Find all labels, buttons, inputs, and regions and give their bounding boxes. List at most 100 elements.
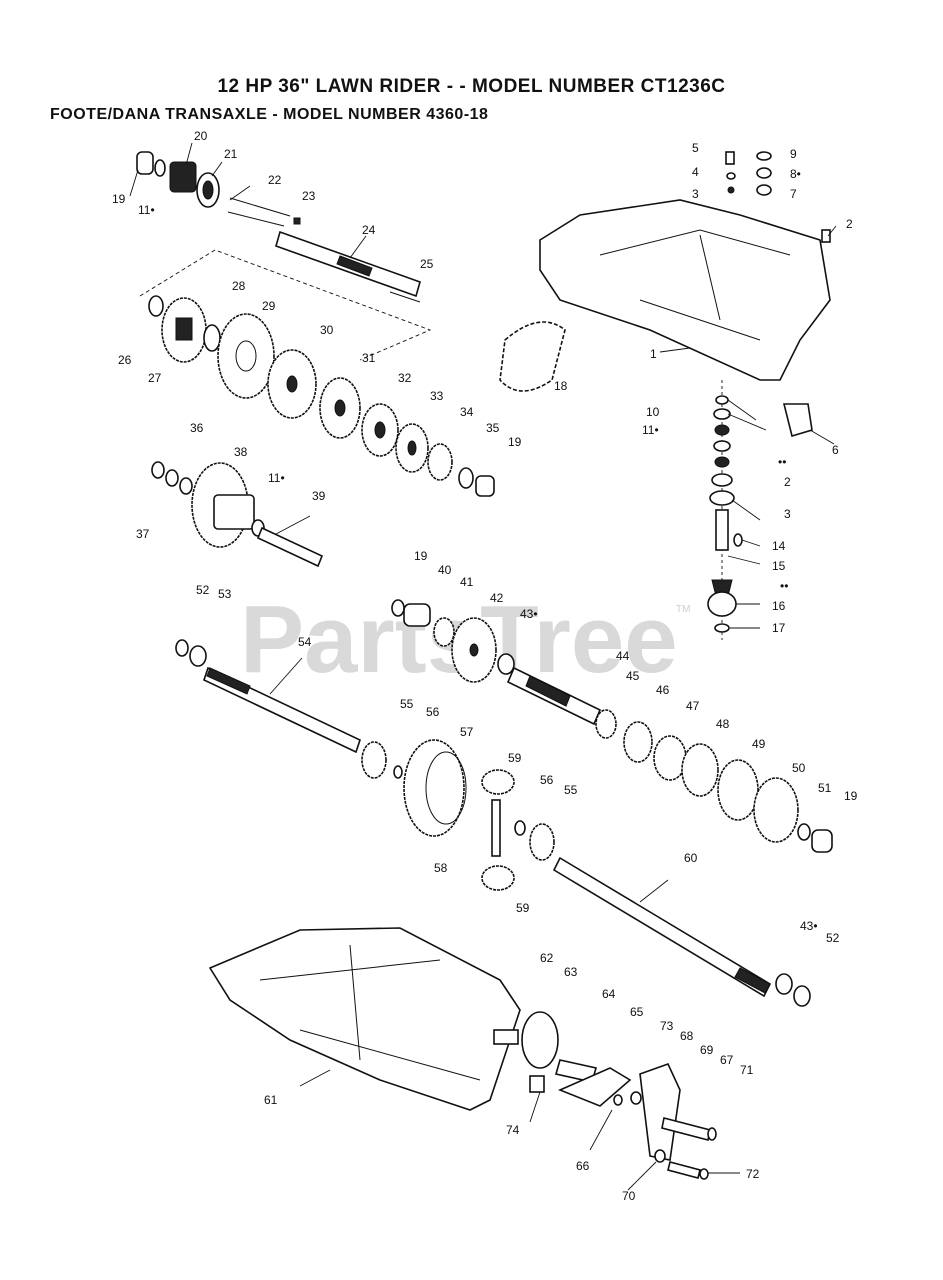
part-14-key[interactable] xyxy=(733,533,743,547)
part-43b-washer[interactable] xyxy=(775,973,793,995)
callout-19c: 19 xyxy=(414,549,428,563)
part-51-washer[interactable] xyxy=(797,823,811,841)
part-70-pivot[interactable] xyxy=(654,1149,666,1163)
part-18-chain[interactable] xyxy=(499,321,566,392)
brake-assembly xyxy=(493,1011,717,1180)
part-3b-washer[interactable] xyxy=(711,473,733,487)
part-36-washer-b[interactable] xyxy=(179,477,193,495)
part-72-bolt[interactable] xyxy=(667,1161,701,1179)
callout-11: 11• xyxy=(138,203,155,217)
part-55-bevel-gear[interactable] xyxy=(361,741,387,779)
part-53-washer[interactable] xyxy=(189,645,207,667)
callout-69: 69 xyxy=(700,1043,714,1057)
callout-23: 23 xyxy=(302,189,316,203)
part-40-spacer[interactable] xyxy=(403,603,431,627)
callout-43: 43• xyxy=(520,607,538,621)
callout-double-dot-2: •• xyxy=(780,579,788,593)
part-16-gear[interactable] xyxy=(707,591,737,617)
callout-39: 39 xyxy=(312,489,326,503)
part-19c-bushing[interactable] xyxy=(391,599,405,617)
part-34-gear[interactable] xyxy=(427,443,453,481)
part-3-ball[interactable] xyxy=(727,186,735,194)
part-1-upper-housing[interactable] xyxy=(539,199,831,381)
part-49-gear[interactable] xyxy=(717,759,759,821)
callout-33: 33 xyxy=(430,389,444,403)
callout-41: 41 xyxy=(460,575,474,589)
callout-11b: 11• xyxy=(642,423,659,437)
part-61-lower-housing[interactable] xyxy=(208,927,521,1111)
callout-58: 58 xyxy=(434,861,448,875)
part-52b-seal[interactable] xyxy=(793,985,811,1007)
part-55b-bevel-gear[interactable] xyxy=(529,823,555,861)
part-52-seal[interactable] xyxy=(175,639,189,657)
part-35-washer[interactable] xyxy=(458,467,474,489)
part-19d-bushing[interactable] xyxy=(811,829,833,853)
callout-40: 40 xyxy=(438,563,452,577)
part-48-gear[interactable] xyxy=(681,743,719,797)
part-36-washer-a[interactable] xyxy=(151,461,165,479)
part-28-spacer[interactable] xyxy=(203,324,221,352)
part-20-gear[interactable] xyxy=(169,161,197,193)
part-23-key[interactable] xyxy=(293,217,301,225)
part-11b-washer[interactable] xyxy=(713,408,731,420)
part-9-washer[interactable] xyxy=(756,151,772,161)
part-47-gear[interactable] xyxy=(653,735,687,781)
part-68-lever[interactable] xyxy=(639,1063,681,1161)
part-59-pinion-bottom[interactable] xyxy=(481,865,515,891)
part-62-key[interactable] xyxy=(493,1029,519,1045)
part-50-gear[interactable] xyxy=(753,777,799,843)
part-71-washer[interactable] xyxy=(699,1168,709,1180)
callout-71: 71 xyxy=(740,1063,754,1077)
part-73-washer[interactable] xyxy=(630,1091,642,1105)
part-41-gear[interactable] xyxy=(433,617,455,647)
part-6-bracket[interactable] xyxy=(782,403,813,438)
part-39-shaft[interactable] xyxy=(256,526,324,568)
callout-16: 16 xyxy=(772,599,786,613)
part-58-pin[interactable] xyxy=(491,799,501,857)
callout-48: 48 xyxy=(716,717,730,731)
callout-6: 6 xyxy=(832,443,839,457)
part-2-bolt[interactable] xyxy=(821,229,831,243)
part-22-key[interactable] xyxy=(229,197,291,217)
watermark-trademark: TM xyxy=(676,604,690,615)
part-59-pinion-top[interactable] xyxy=(481,769,515,795)
part-19-bushing[interactable] xyxy=(136,151,154,175)
callout-59b: 59 xyxy=(516,901,530,915)
part-63-disc[interactable] xyxy=(521,1011,559,1069)
part-60-axle[interactable] xyxy=(552,856,772,998)
countershaft-group xyxy=(391,599,515,683)
callout-double-dot-1: •• xyxy=(778,455,786,469)
part-8-seal[interactable] xyxy=(756,167,772,179)
part-45-gear[interactable] xyxy=(595,709,617,739)
part-69-bolt[interactable] xyxy=(661,1117,711,1141)
part-2b-oring[interactable] xyxy=(714,456,730,468)
callout-47: 47 xyxy=(686,699,700,713)
part-56b-washer[interactable] xyxy=(514,820,526,836)
part-43-washer[interactable] xyxy=(497,653,515,675)
part-19b-bushing[interactable] xyxy=(475,475,495,497)
part-65-caliper[interactable] xyxy=(557,1067,632,1107)
callout-49: 49 xyxy=(752,737,766,751)
callout-62: 62 xyxy=(540,951,554,965)
callout-19: 19 xyxy=(112,192,126,206)
callout-21: 21 xyxy=(224,147,238,161)
part-74-puck[interactable] xyxy=(529,1075,545,1093)
part-26-ring[interactable] xyxy=(148,295,164,317)
part-57-ring-gear[interactable] xyxy=(403,739,465,837)
part-67-nut[interactable] xyxy=(707,1127,717,1141)
part-29-gear[interactable] xyxy=(217,313,275,399)
part-5-plug[interactable] xyxy=(725,151,735,165)
part-56-washer[interactable] xyxy=(393,765,403,779)
callout-19d: 19 xyxy=(844,789,858,803)
callout-15: 15 xyxy=(772,559,786,573)
part-66-pin[interactable] xyxy=(613,1094,623,1106)
part-17-washer[interactable] xyxy=(714,623,730,633)
part-25-key[interactable] xyxy=(389,291,421,303)
part-7-ring[interactable] xyxy=(756,184,772,196)
part-15-shaft[interactable] xyxy=(715,509,729,551)
part-46-gear[interactable] xyxy=(623,721,653,763)
callout-43b: 43• xyxy=(800,919,818,933)
part-4-spring[interactable] xyxy=(726,172,736,180)
part-11-washer[interactable] xyxy=(154,159,166,177)
part-10-ring[interactable] xyxy=(715,395,729,405)
